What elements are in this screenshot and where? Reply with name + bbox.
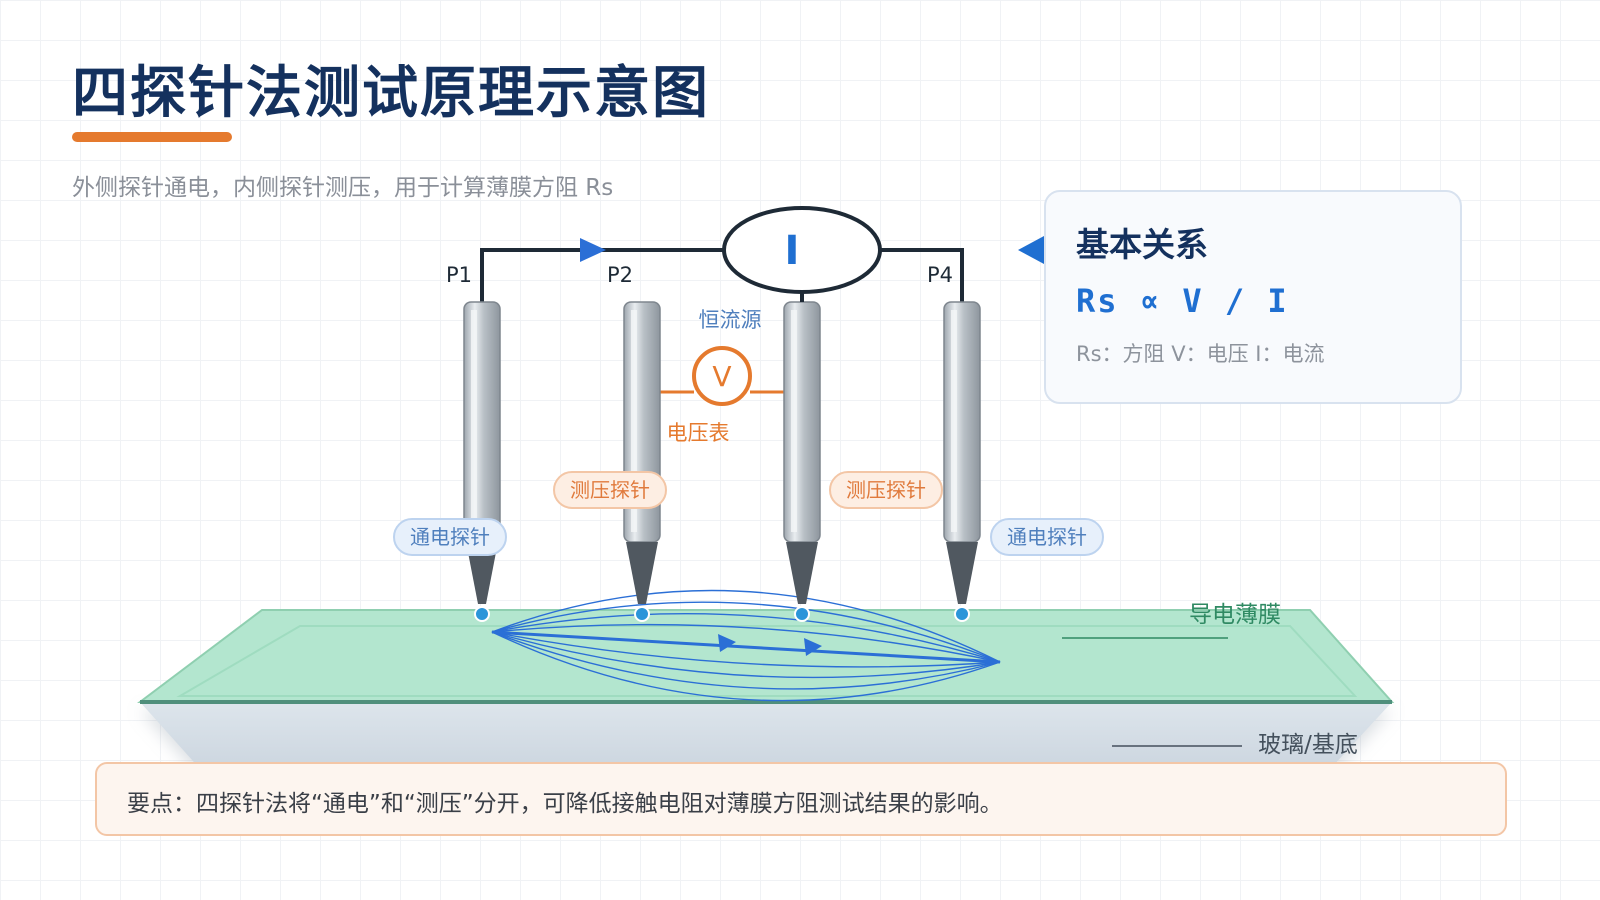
contact-point bbox=[954, 606, 970, 622]
probe-p1 bbox=[463, 301, 501, 622]
current-probe-tag-right: 通电探针 bbox=[990, 518, 1104, 556]
current-source bbox=[722, 206, 882, 294]
current-flow-arrow bbox=[580, 238, 606, 262]
voltage-probe-tag-left: 测压探针 bbox=[553, 471, 667, 509]
probe-label-p1: P1 bbox=[446, 263, 472, 287]
voltmeter bbox=[692, 346, 752, 406]
voltmeter-label: 电压表 bbox=[667, 421, 730, 445]
contact-point bbox=[794, 606, 810, 622]
formula-legend: Rs：方阻 V：电压 I：电流 bbox=[1076, 342, 1325, 366]
current-field-lines bbox=[491, 589, 1001, 702]
formula-card: 基本关系 Rs ∝ V / I Rs：方阻 V：电压 I：电流 bbox=[1044, 190, 1462, 404]
probe-label-p4: P4 bbox=[927, 263, 953, 287]
probe-p4 bbox=[943, 301, 981, 622]
contact-point bbox=[474, 606, 490, 622]
current-source-label: 恒流源 bbox=[699, 308, 762, 332]
current-probe-tag-left: 通电探针 bbox=[393, 518, 507, 556]
contact-point bbox=[634, 606, 650, 622]
page-title: 四探针法测试原理示意图 bbox=[72, 61, 710, 126]
formula-card-title: 基本关系 bbox=[1076, 225, 1208, 264]
substrate-layer bbox=[140, 702, 1392, 780]
page-subtitle: 外侧探针通电，内侧探针测压，用于计算薄膜方阻 Rs bbox=[72, 175, 614, 201]
title-underline bbox=[72, 132, 232, 142]
probe-label-p2: P2 bbox=[607, 263, 633, 287]
key-point-text: 要点：四探针法将“通电”和“测压”分开，可降低接触电阻对薄膜方阻测试结果的影响。 bbox=[127, 791, 1003, 817]
substrate-label: 玻璃/基底 bbox=[1258, 732, 1358, 758]
key-point-note: 要点：四探针法将“通电”和“测压”分开，可降低接触电阻对薄膜方阻测试结果的影响。 bbox=[95, 762, 1507, 836]
voltage-probe-tag-right: 测压探针 bbox=[829, 471, 943, 509]
formula-text: Rs ∝ V / I bbox=[1076, 282, 1289, 320]
probe-p2 bbox=[623, 301, 661, 622]
current-circuit-wire bbox=[480, 248, 964, 302]
current-source-symbol: I bbox=[785, 228, 800, 274]
current-direction-arrow bbox=[718, 634, 736, 652]
probe-p3 bbox=[783, 301, 821, 622]
current-direction-arrow bbox=[804, 638, 822, 656]
voltmeter-symbol: V bbox=[712, 360, 731, 393]
film-label: 导电薄膜 bbox=[1189, 602, 1281, 628]
info-card-pointer bbox=[1018, 236, 1044, 264]
